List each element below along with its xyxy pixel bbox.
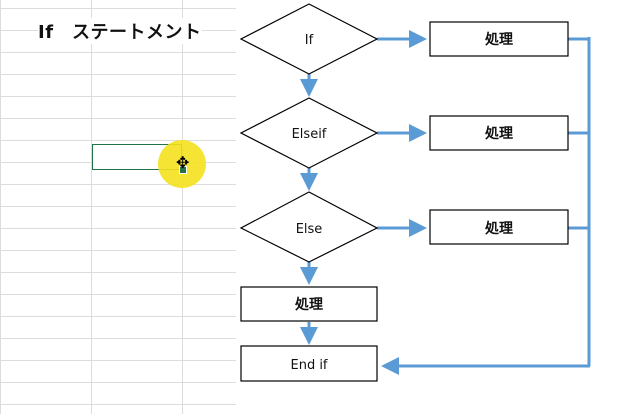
- cursor-highlight: [158, 140, 206, 188]
- process-box-else: 処理: [240, 286, 378, 322]
- fill-handle[interactable]: [179, 166, 187, 174]
- decision-if: If: [239, 3, 379, 75]
- decision-if-label: If: [305, 33, 314, 48]
- decision-elseif-label: Elseif: [292, 127, 327, 142]
- connectors: [300, 30, 591, 375]
- decision-else: Else: [239, 191, 379, 263]
- process-box-1: 処理: [429, 21, 569, 57]
- decision-elseif: Elseif: [239, 97, 379, 169]
- end-if-box: End if: [240, 345, 378, 382]
- decision-else-label: Else: [296, 222, 323, 237]
- process-box-2: 処理: [429, 115, 569, 151]
- process-box-3: 処理: [429, 209, 569, 245]
- process-box-else-label: 処理: [294, 296, 323, 313]
- process-box-3-label: 処理: [484, 220, 513, 237]
- sheet-title: If ステートメント: [38, 18, 202, 44]
- process-box-2-label: 処理: [484, 125, 513, 142]
- move-cursor-icon: ✥: [176, 153, 190, 172]
- end-if-label: End if: [290, 358, 327, 373]
- process-box-1-label: 処理: [484, 31, 513, 48]
